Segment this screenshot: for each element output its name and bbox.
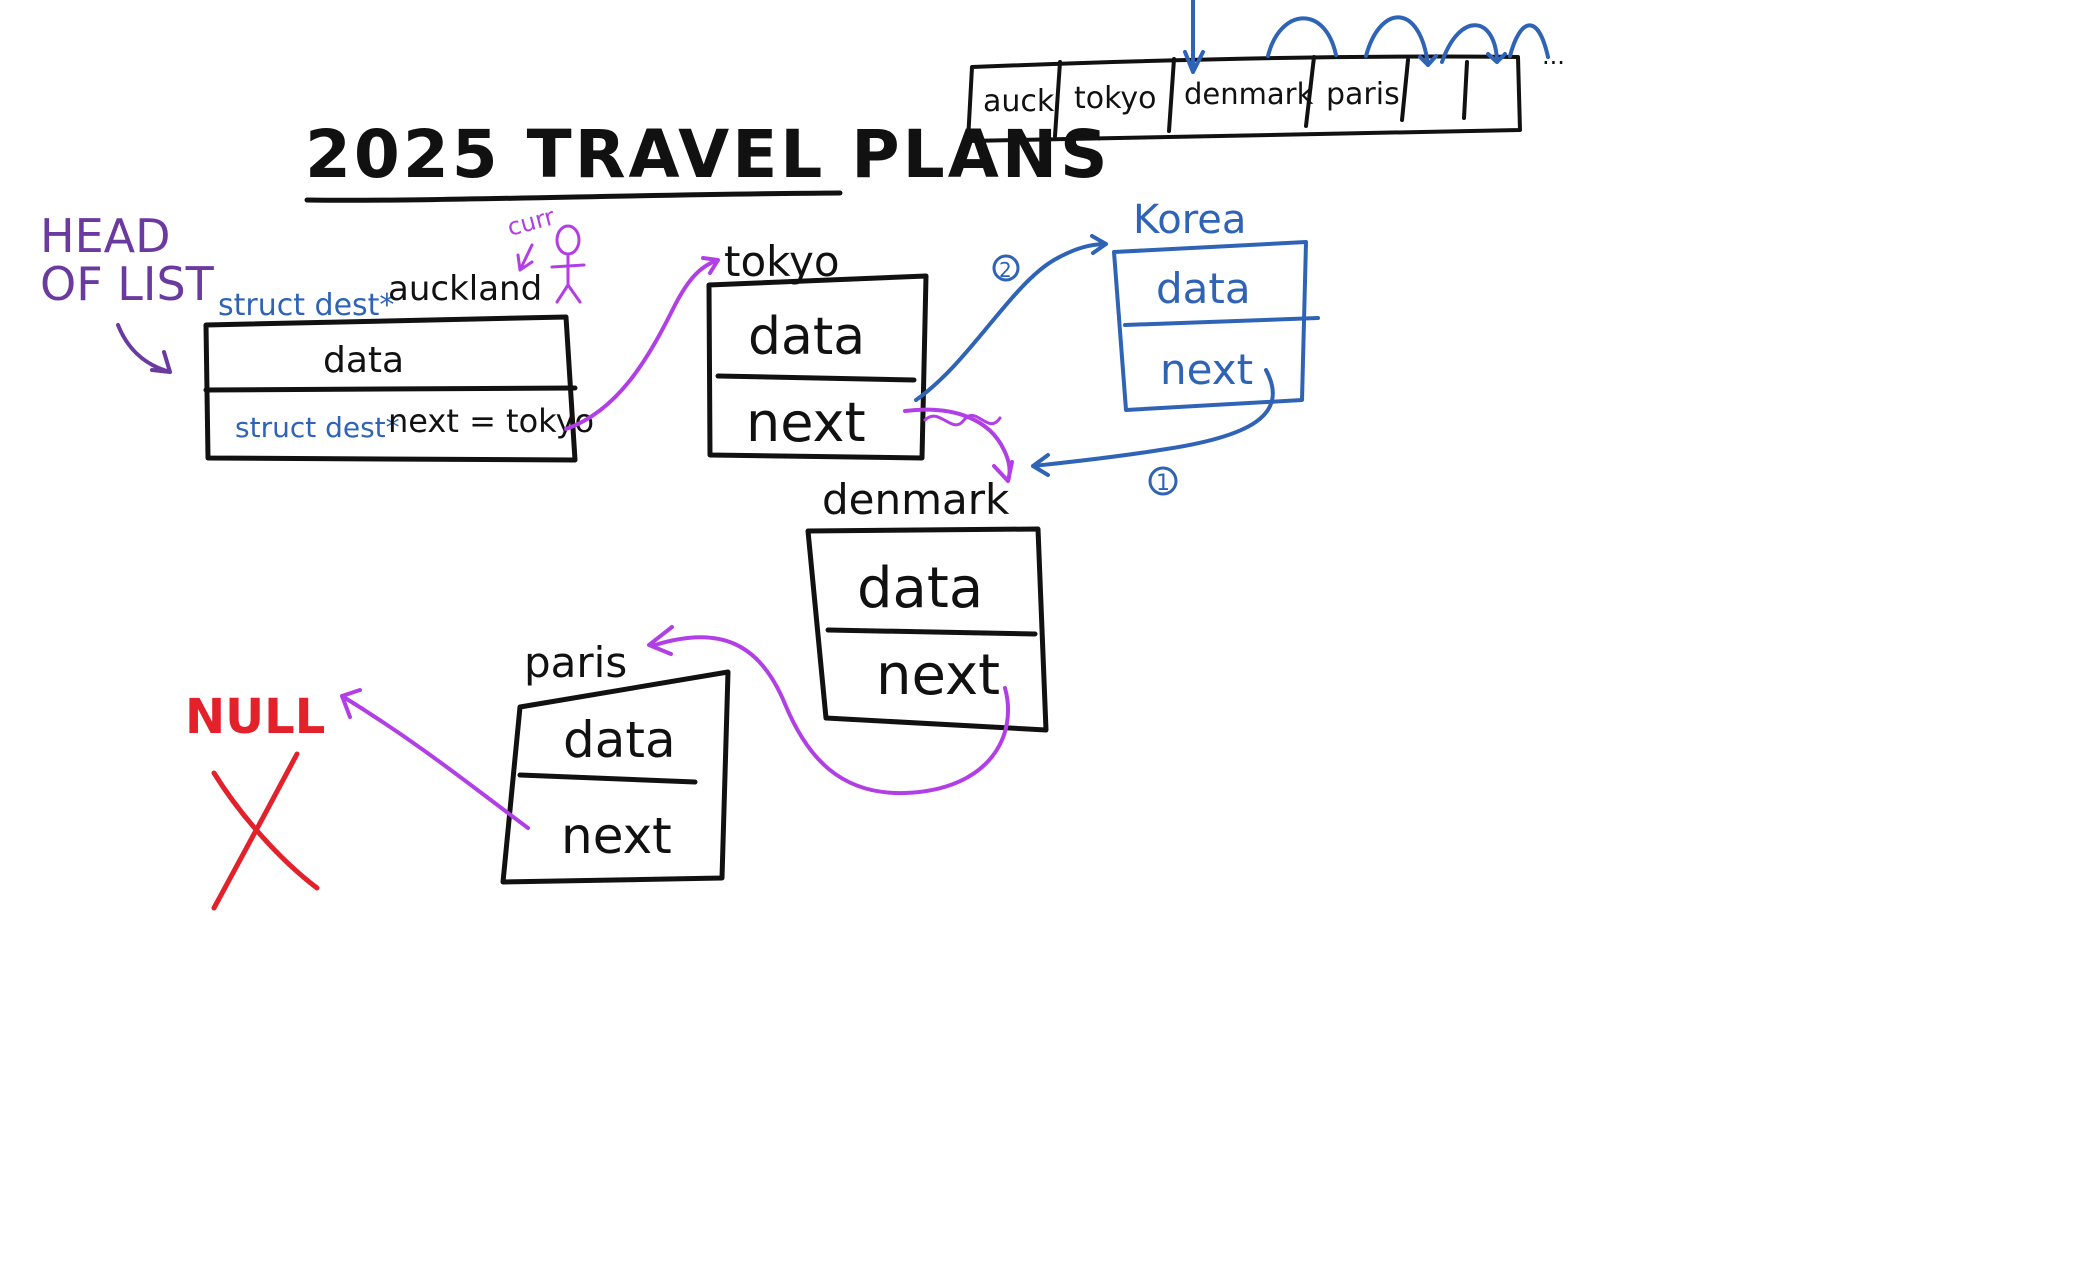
curr-label: curr	[504, 202, 557, 241]
head-label-line2: OF LIST	[40, 257, 215, 311]
array-cell-1-label: tokyo	[1074, 81, 1157, 116]
null-label: NULL	[185, 689, 325, 745]
diagram-title: 2025 TRAVEL PLANS	[305, 116, 1111, 193]
title-underline	[304, 190, 843, 203]
korea-data-label: data	[1156, 264, 1251, 313]
tokyo-node-title: tokyo	[724, 237, 840, 286]
auckland-next-label: next = tokyo	[388, 402, 594, 440]
denmark-data-label: data	[857, 556, 983, 621]
auckland-data-label: data	[323, 340, 404, 381]
array-ellipsis-label: ...	[1542, 42, 1565, 70]
auckland-next-type-label: struct dest*	[235, 411, 400, 444]
head-arrow	[116, 323, 172, 374]
denmark-next-label: next	[876, 643, 1000, 708]
tokyo-to-korea-arrow	[914, 234, 1108, 402]
curr-arrow	[516, 243, 534, 272]
array-cell-0-label: auck	[983, 84, 1055, 119]
auckland-node-title: auckland	[388, 269, 542, 309]
korea-to-denmark-arrow	[1031, 368, 1275, 477]
paris-next-label: next	[561, 807, 672, 865]
auckland-type-label: struct dest*	[218, 288, 394, 323]
tokyo-next-label: next	[746, 391, 866, 454]
curr-pointer-icon	[550, 224, 586, 304]
tokyo-to-denmark-arrow	[903, 407, 1014, 483]
array-sketch	[966, 0, 1550, 143]
paris-data-label: data	[563, 711, 676, 769]
node-tokyo	[706, 273, 929, 461]
diagram-svg: 2025 TRAVEL PLANS HEAD OF LIST struct de…	[40, 0, 1565, 911]
linked-list-diagram: 2025 TRAVEL PLANS HEAD OF LIST struct de…	[40, 0, 1565, 911]
removed-tokyo-link-scribble	[923, 413, 1002, 427]
korea-node-title: Korea	[1133, 197, 1246, 243]
step-one-label: 1	[1156, 471, 1170, 496]
node-paris	[500, 669, 731, 885]
step-one-circle	[1148, 466, 1178, 496]
auckland-to-tokyo-arrow	[564, 256, 720, 431]
denmark-node-title: denmark	[822, 475, 1010, 524]
paris-node-title: paris	[524, 638, 627, 687]
paris-to-null-arrow	[340, 688, 530, 830]
array-cell-2-label: denmark	[1184, 77, 1314, 111]
node-auckland	[203, 314, 578, 463]
head-label-line1: HEAD	[40, 209, 171, 263]
step-two-circle	[992, 254, 1020, 282]
node-korea	[1112, 240, 1320, 412]
null-x-mark	[211, 751, 320, 911]
korea-next-label: next	[1160, 345, 1253, 394]
step-two-label: 2	[999, 258, 1012, 282]
tokyo-data-label: data	[748, 307, 865, 367]
array-cell-3-label: paris	[1326, 77, 1400, 112]
denmark-to-paris-arrow	[647, 625, 1011, 796]
node-denmark	[805, 526, 1049, 733]
